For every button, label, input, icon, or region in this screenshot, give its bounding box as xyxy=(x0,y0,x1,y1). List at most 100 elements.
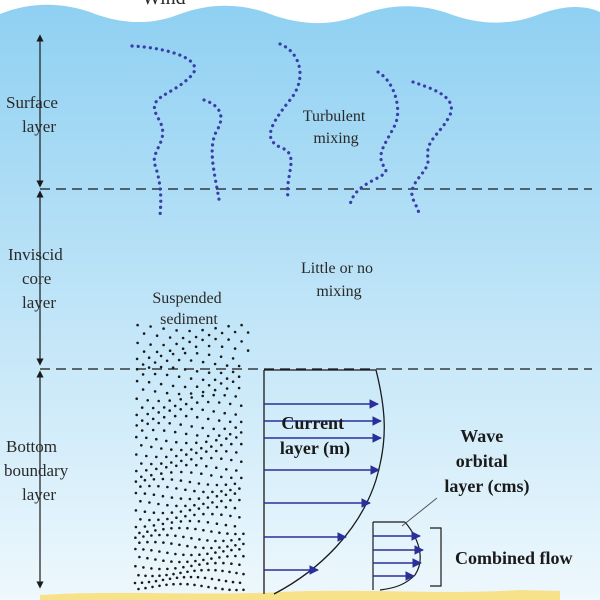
sediment-dot xyxy=(239,404,243,408)
sediment-dot xyxy=(179,520,183,523)
sediment-dot xyxy=(170,448,173,451)
sediment-dot xyxy=(222,561,225,565)
sediment-dot xyxy=(171,366,175,370)
sediment-dot xyxy=(180,459,183,463)
sediment-dot xyxy=(211,501,214,504)
sediment-dot xyxy=(237,375,241,379)
sediment-dot xyxy=(140,429,144,432)
sediment-dot xyxy=(225,437,228,440)
sediment-dot xyxy=(224,579,228,583)
sediment-dot xyxy=(188,508,192,512)
sediment-dot xyxy=(190,448,193,451)
sediment-dot xyxy=(210,474,213,477)
sediment-dot xyxy=(239,431,243,434)
sediment-dot xyxy=(202,490,205,494)
sediment-dot xyxy=(234,395,237,398)
sediment-dot xyxy=(201,328,204,332)
sediment-dot xyxy=(190,407,193,411)
sediment-dot xyxy=(219,371,223,375)
sediment-dot xyxy=(201,338,204,342)
sediment-dot xyxy=(153,361,157,364)
sediment-dot xyxy=(147,380,151,384)
wave-orbital-line1: Wave xyxy=(460,426,503,446)
sediment-dot xyxy=(142,350,146,353)
sediment-dot xyxy=(147,356,151,360)
sediment-dot xyxy=(161,522,165,526)
sediment-dot xyxy=(186,570,189,574)
sediment-dot xyxy=(166,567,169,571)
sediment-dot xyxy=(214,551,217,554)
sediment-dot xyxy=(165,439,168,443)
sediment-dot xyxy=(143,478,147,482)
sediment-dot xyxy=(206,400,210,404)
sediment-dot xyxy=(194,345,198,349)
sediment-dot xyxy=(168,336,172,339)
wave-orbital-label: Wave orbital layer (cms) xyxy=(444,426,529,497)
sediment-dot xyxy=(197,520,201,523)
sediment-dot xyxy=(220,475,223,479)
sediment-dot xyxy=(200,584,203,588)
sediment-dot xyxy=(146,399,149,402)
sediment-dot xyxy=(183,368,187,371)
sediment-dot xyxy=(177,392,181,396)
sediment-dot xyxy=(190,425,193,428)
sediment-dot xyxy=(134,491,138,495)
sediment-dot xyxy=(160,447,163,450)
sediment-dot xyxy=(157,411,160,414)
sediment-dot xyxy=(240,442,243,446)
sediment-dot xyxy=(201,360,205,364)
sediment-dot xyxy=(175,516,178,519)
sediment-dot xyxy=(165,583,168,587)
current-velocity-arrows xyxy=(264,399,382,575)
sediment-dot xyxy=(230,442,233,446)
sediment-dot xyxy=(152,478,156,481)
sediment-dot xyxy=(171,352,175,356)
sediment-dot xyxy=(165,359,169,363)
sediment-dot xyxy=(197,497,201,500)
sediment-dot xyxy=(145,436,148,440)
sediment-dot xyxy=(136,323,139,327)
sediment-dot xyxy=(165,465,168,469)
sediment-dot xyxy=(206,434,210,438)
sediment-dot xyxy=(235,469,238,472)
eddy-5 xyxy=(410,80,453,216)
sediment-dot xyxy=(141,388,145,391)
sediment-dot xyxy=(186,582,189,586)
sediment-dot xyxy=(150,445,153,449)
sediment-dot xyxy=(240,323,243,327)
sediment-dot xyxy=(150,462,153,466)
sediment-dot xyxy=(195,415,199,419)
sediment-dot xyxy=(179,582,182,586)
sediment-dot xyxy=(154,540,157,544)
sediment-dot xyxy=(157,399,160,403)
sediment-dot xyxy=(233,330,237,334)
sediment-dot xyxy=(231,380,235,384)
sediment-dot xyxy=(190,396,193,399)
sediment-dot xyxy=(175,576,179,580)
sediment-dot xyxy=(157,421,160,425)
sediment-dot xyxy=(179,398,182,401)
sediment-dot xyxy=(225,387,229,390)
sediment-dot xyxy=(235,588,238,592)
sediment-dot xyxy=(198,563,201,566)
sediment-dot xyxy=(157,502,160,506)
sediment-dot xyxy=(148,484,151,488)
sediment-dot xyxy=(210,577,214,581)
sediment-dot xyxy=(226,555,229,558)
sediment-dot xyxy=(219,382,223,385)
sediment-dot xyxy=(175,454,178,458)
little-mixing-line1: Little or no xyxy=(301,260,373,277)
sediment-dot xyxy=(210,546,213,550)
sediment-dot xyxy=(134,564,137,568)
sediment-dot xyxy=(162,541,165,544)
sediment-dot xyxy=(134,525,138,529)
sediment-dot xyxy=(235,571,238,575)
sediment-dot xyxy=(141,363,145,366)
sediment-dot xyxy=(150,549,153,552)
sediment-dot xyxy=(193,583,196,587)
sediment-dot xyxy=(145,469,148,472)
sediment-dot xyxy=(182,535,185,539)
sediment-dot xyxy=(220,457,223,461)
sediment-dot xyxy=(142,535,145,538)
